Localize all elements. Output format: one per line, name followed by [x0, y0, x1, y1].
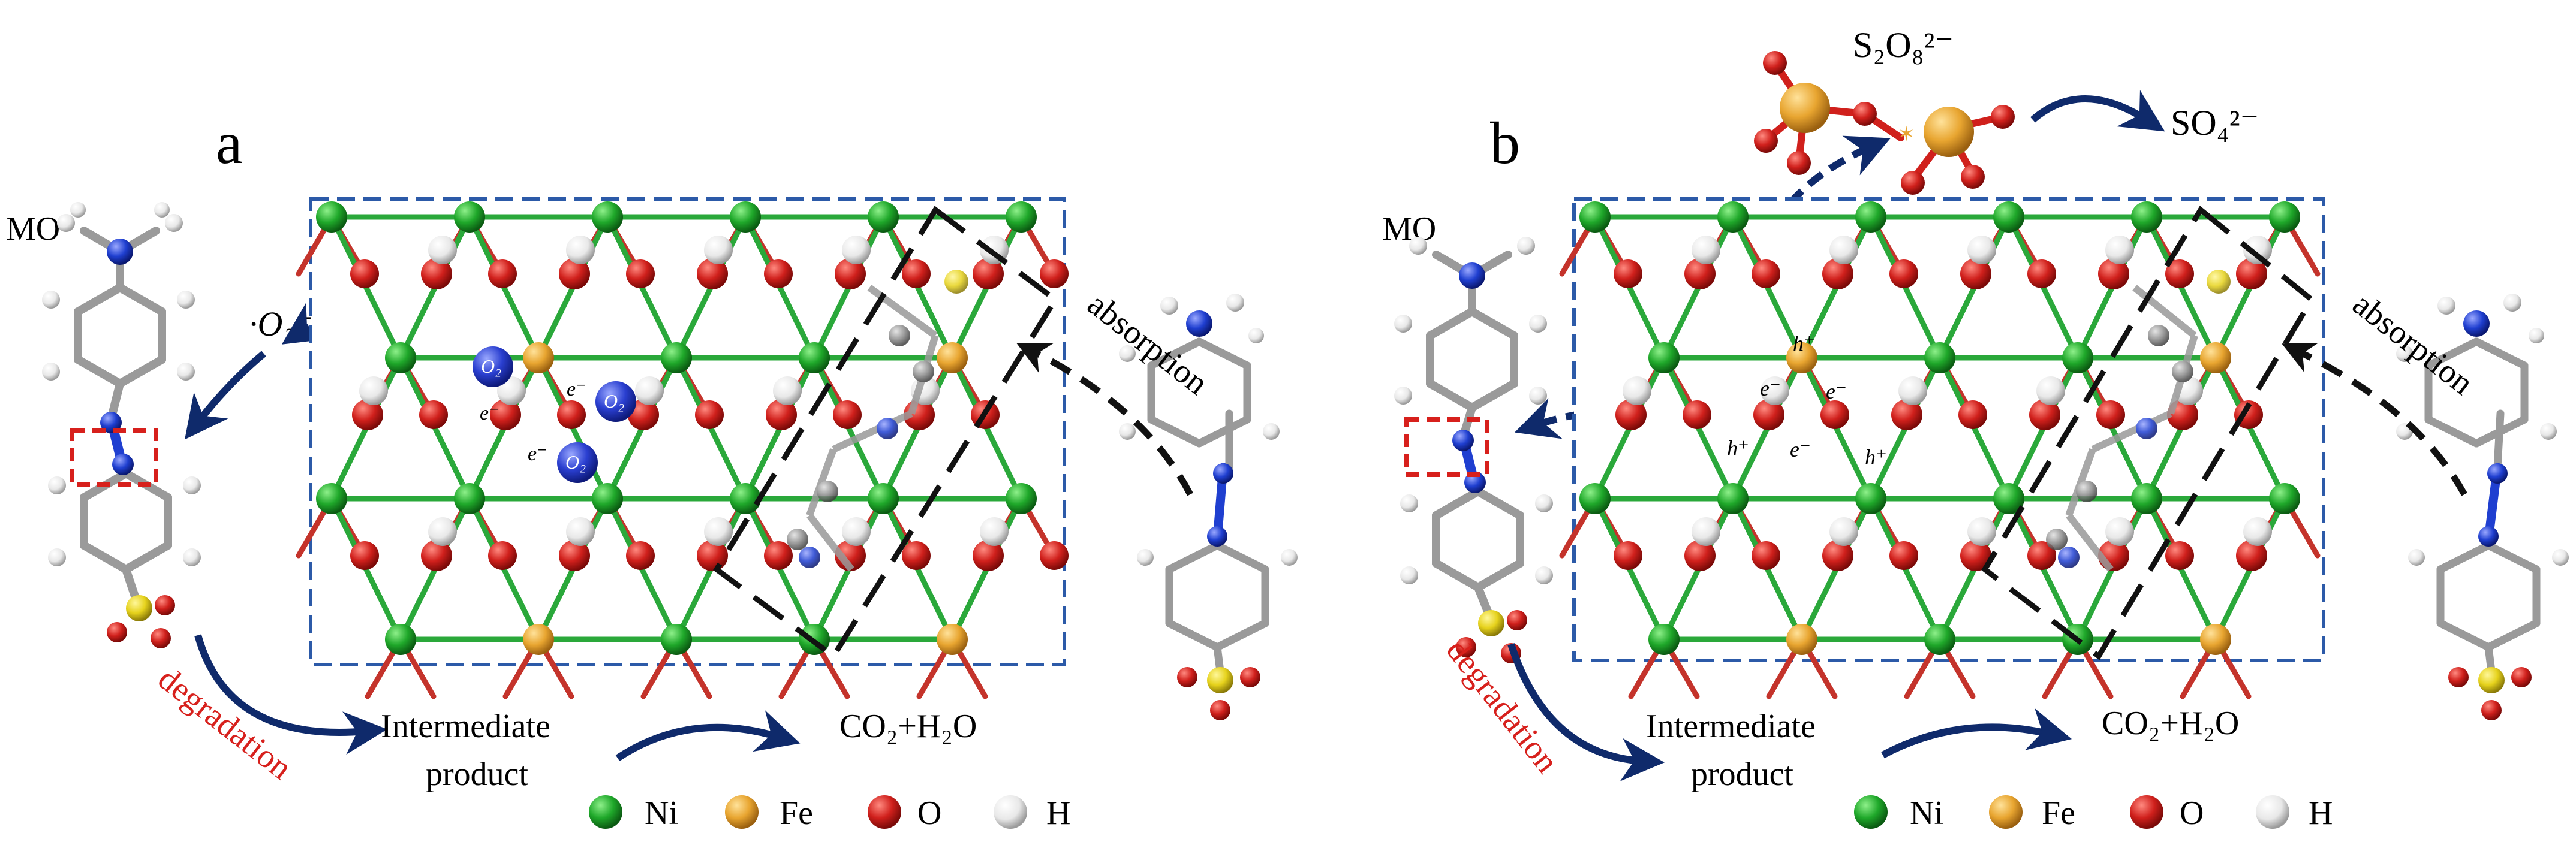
- nife-ldh-surface: [1559, 197, 2325, 699]
- electron-label: e⁻: [480, 402, 499, 424]
- legend-label: O: [917, 795, 941, 832]
- panel-label: a: [216, 110, 242, 176]
- methyl-orange-molecule: [1394, 237, 1553, 663]
- mineralization-arrow: [615, 710, 801, 761]
- adsorption-site-box: [713, 206, 1059, 660]
- absorption-arrow: [1016, 343, 1193, 496]
- adsorbed-molecule: [787, 270, 968, 572]
- surface-species: O₂ e⁻ e⁻ O₂ e⁻ O₂: [473, 346, 636, 483]
- o2-species-label: O₂: [604, 390, 624, 412]
- legend-label: Fe: [2042, 795, 2075, 832]
- product-label: CO₂+H₂O: [2102, 705, 2239, 742]
- incoming-molecule: [2396, 294, 2569, 720]
- superoxide-radical-label: ·O₂⁻: [249, 304, 313, 343]
- incoming-molecule: [1119, 294, 1298, 720]
- lattice: [1559, 201, 2321, 699]
- azo-bond-highlight: [1404, 417, 1489, 477]
- degradation-arrow: [1507, 643, 1665, 781]
- surface-species: h⁺ e⁻ e⁻ h⁺ e⁻ h⁺: [1727, 331, 1887, 469]
- legend-label: Ni: [1910, 795, 1943, 832]
- electron-label: e⁻: [1826, 379, 1847, 403]
- intermediate-label-2: product: [426, 756, 529, 793]
- electron-label: e⁻: [1760, 376, 1781, 400]
- legend-label: H: [2309, 795, 2333, 832]
- o2-species-label: O₂: [481, 355, 501, 377]
- electron-label: e⁻: [1790, 437, 1811, 461]
- element-legend: Ni Fe O H: [589, 795, 1070, 832]
- intermediate-label: Intermediate: [381, 708, 550, 745]
- product-label: CO₂+H₂O: [839, 708, 977, 745]
- hole-label: h⁺: [1793, 331, 1815, 355]
- o2-species-label: O₂: [565, 451, 586, 473]
- persulfate-label: S₂O₈²⁻: [1853, 25, 1954, 65]
- panel-a: a MO: [6, 110, 1298, 832]
- intermediate-label-2: product: [1691, 756, 1794, 793]
- nife-ldh-surface: [296, 197, 1069, 699]
- electron-label: e⁻: [528, 443, 547, 465]
- adsorption-site-box: [1981, 206, 2315, 660]
- hole-label: h⁺: [1727, 436, 1749, 460]
- azo-bond-highlight: [70, 428, 158, 487]
- panel-b: b MO ✶ S₂O₈²⁻ SO₄²⁻: [1382, 25, 2569, 832]
- legend-label: Ni: [645, 795, 678, 832]
- radical-attack-arrow: [185, 351, 266, 440]
- methyl-orange-molecule: [42, 202, 201, 648]
- sulfate-formation-arrow: [2030, 90, 2165, 132]
- adsorbed-molecule: [2046, 270, 2231, 572]
- element-legend: Ni Fe O H: [1854, 795, 2333, 832]
- molecule-label: MO: [6, 210, 60, 248]
- degradation-arrow: [194, 634, 387, 755]
- bond-break-icon: ✶: [1898, 123, 1915, 146]
- sulfate-label: SO₄²⁻: [2171, 103, 2259, 143]
- electron-label: e⁻: [567, 378, 586, 400]
- legend-label: Fe: [780, 795, 813, 832]
- absorption-arrow: [2282, 342, 2467, 496]
- mineralization-arrow: [1881, 708, 2072, 759]
- molecule-label: MO: [1382, 210, 1436, 248]
- persulfate-molecule: ✶: [1754, 51, 2015, 195]
- intermediate-label: Intermediate: [1646, 708, 1816, 745]
- hole-label: h⁺: [1865, 445, 1887, 469]
- panel-label: b: [1490, 110, 1520, 176]
- legend-label: H: [1046, 795, 1070, 832]
- absorption-label: absorption: [2346, 285, 2480, 402]
- legend-label: O: [2180, 795, 2204, 832]
